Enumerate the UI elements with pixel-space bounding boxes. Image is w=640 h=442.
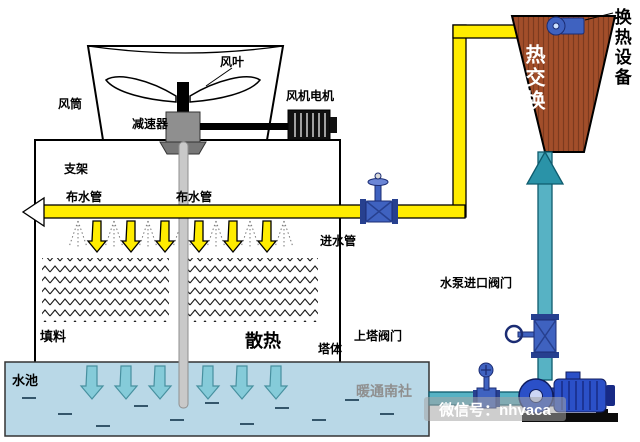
watermark-brand: 暖通南社 [356, 383, 412, 399]
label-heat-exchange-equipment: 换热设备 [611, 8, 631, 88]
distribution-pipe [39, 204, 466, 219]
label-bracket: 支架 [64, 162, 89, 176]
fan-blade-pointer [205, 67, 233, 87]
label-upper-tower-valve: 上塔阀门 [354, 329, 403, 343]
fill-pack-left [42, 258, 169, 322]
heat-exchanger [510, 15, 617, 153]
label-heat-dissipation: 散热 [245, 331, 281, 351]
motor-coil-lines [294, 113, 326, 137]
flow-up-arrow [525, 150, 565, 185]
reducer-box [165, 111, 201, 143]
label-reducer: 减速器 [132, 117, 169, 131]
fan-blade-left-icon [104, 76, 177, 103]
label-water-pipe-right: 布水管 [176, 190, 213, 204]
pipe-end-arrow [21, 196, 45, 228]
drive-shaft [178, 141, 189, 409]
fan-motor-body [287, 109, 331, 141]
label-tower-body: 塔体 [318, 342, 343, 356]
label-fan-blade: 风叶 [220, 55, 245, 69]
label-fan-duct: 风筒 [58, 97, 83, 111]
fan-cowl-rim [87, 45, 284, 54]
watermark-wechat: 微信号：nhvaca [439, 401, 551, 419]
riser-valve [504, 314, 559, 358]
label-water-pipe-left: 布水管 [66, 190, 103, 204]
watermark-wechat-box: 微信号：nhvaca [424, 397, 566, 421]
label-fill-material: 填料 [40, 329, 67, 344]
hot-water-piping [39, 24, 554, 253]
label-pool: 水池 [12, 373, 39, 388]
label-heat-exchange: 热交换 [522, 44, 544, 113]
fill-pack-right [186, 258, 318, 322]
label-fan-motor: 风机电机 [286, 89, 335, 103]
yellow-riser-pipe [452, 24, 467, 218]
motor-shaft [200, 123, 290, 130]
fan-blade-right-icon [189, 76, 262, 103]
label-pump-inlet-valve: 水泵进口阀门 [440, 276, 513, 290]
inlet-valve [360, 172, 398, 224]
label-inlet-pipe: 进水管 [320, 234, 357, 248]
motor-cap [330, 117, 337, 133]
pool-water-dashes [22, 397, 394, 427]
exchanger-top-pump [546, 12, 614, 36]
fan-hub [177, 82, 189, 114]
